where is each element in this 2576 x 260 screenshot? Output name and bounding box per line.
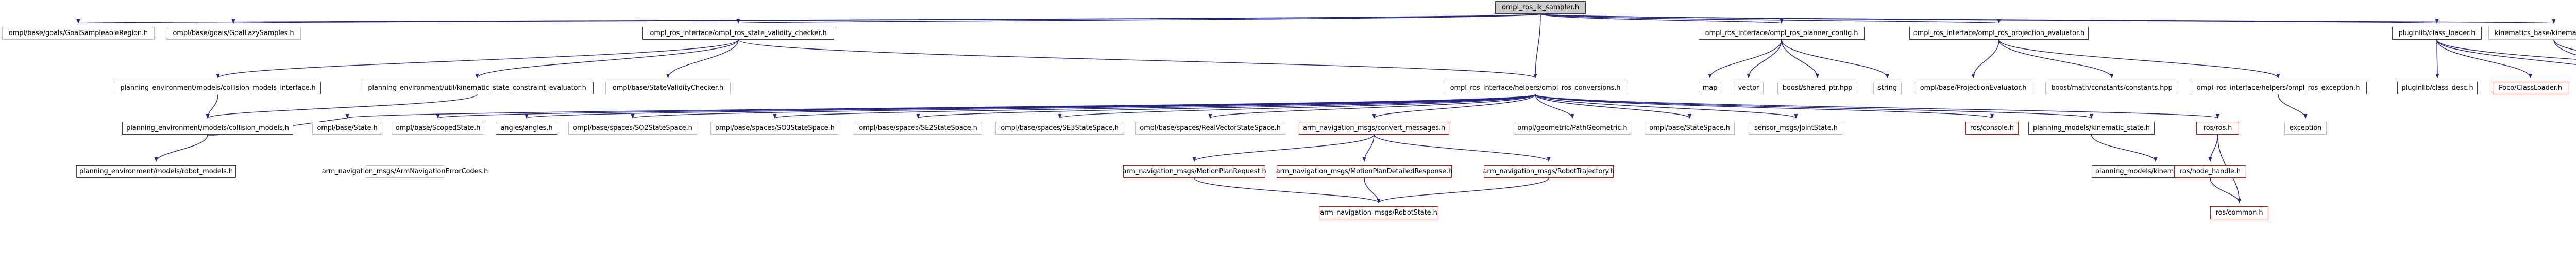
graph-node[interactable]: boost/math/constants/constants.hpp [2045, 82, 2178, 94]
graph-edge [738, 13, 1541, 24]
graph-node[interactable]: ompl_ros_interface/ompl_ros_planner_conf… [1699, 27, 1865, 40]
graph-node[interactable]: ompl/base/spaces/SE3StateSpace.h [995, 122, 1124, 135]
graph-node[interactable]: pluginlib/class_desc.h [2397, 82, 2478, 94]
graph-edge [1362, 134, 1375, 162]
graph-node[interactable]: arm_navigation_msgs/RobotTrajectory.h [1483, 165, 1615, 178]
graph-edge [1194, 177, 1381, 203]
graph-edge [2436, 39, 2576, 60]
graph-edge [233, 13, 1541, 24]
graph-node[interactable]: planning_environment/models/collision_mo… [115, 82, 321, 94]
graph-node[interactable]: planning_models/kinematic_state.h [2028, 122, 2155, 135]
graph-edge [1533, 13, 1541, 78]
graph-edge [1374, 134, 1551, 162]
graph-node[interactable]: ros/ros.h [2196, 122, 2239, 135]
graph-edge [1535, 94, 2219, 119]
graph-edge [206, 94, 218, 119]
graph-edge [1781, 39, 1889, 78]
graph-edge [1781, 39, 1819, 78]
graph-edge [1372, 94, 1536, 119]
graph-edge [2553, 39, 2576, 51]
graph-edge [154, 134, 208, 162]
graph-edge [78, 13, 1541, 24]
graph-edge [1998, 39, 2280, 78]
graph-node[interactable]: ros/console.h [1965, 122, 2019, 135]
graph-root-node[interactable]: ompl_ros_ik_sampler.h [1495, 1, 1586, 14]
graph-edge [206, 94, 478, 119]
graph-node[interactable]: Poco/ClassLoader.h [2493, 82, 2568, 94]
graph-node[interactable]: ompl_ros_interface/ompl_ros_projection_e… [1909, 27, 2089, 40]
graph-node[interactable]: ompl/base/StateSpace.h [1645, 122, 1735, 135]
graph-node[interactable]: vector [1734, 82, 1764, 94]
graph-node[interactable]: planning_environment/models/robot_models… [76, 165, 236, 178]
graph-edge [773, 94, 1536, 119]
graph-node[interactable]: ompl/base/spaces/SE2StateSpace.h [854, 122, 982, 135]
graph-node[interactable]: ompl/base/spaces/RealVectorStateSpace.h [1135, 122, 1285, 135]
graph-edge [1535, 94, 1994, 119]
graph-edge [1208, 94, 1536, 119]
graph-node[interactable]: arm_navigation_msgs/convert_messages.h [1299, 122, 1449, 135]
graph-node[interactable]: ros/common.h [2210, 206, 2268, 219]
graph-node[interactable]: ompl_ros_interface/helpers/ompl_ros_exce… [2190, 82, 2367, 94]
graph-edge [1377, 177, 1549, 203]
graph-edge [666, 39, 739, 78]
graph-edge [917, 94, 1536, 119]
graph-node[interactable]: planning_environment/models/collision_mo… [122, 122, 293, 135]
graph-edge [1192, 134, 1375, 162]
graph-node[interactable]: ompl/base/ScopedState.h [392, 122, 484, 135]
graph-node[interactable]: arm_navigation_msgs/RobotState.h [1319, 206, 1438, 219]
graph-node[interactable]: ompl/base/spaces/SO2StateSpace.h [568, 122, 697, 135]
graph-edge [738, 39, 1537, 78]
graph-edge [1364, 177, 1381, 203]
graph-node[interactable]: ompl/base/goals/GoalLazySamples.h [166, 27, 301, 40]
graph-node[interactable]: arm_navigation_msgs/MotionPlanRequest.h [1122, 165, 1266, 178]
graph-node[interactable]: map [1699, 82, 1721, 94]
graph-edge [2436, 39, 2576, 65]
graph-edge [1535, 94, 1574, 119]
graph-node[interactable]: ompl_ros_interface/helpers/ompl_ros_conv… [1443, 82, 1628, 94]
graph-edge [2278, 94, 2308, 119]
graph-node[interactable]: ompl/base/goals/GoalSampleableRegion.h [2, 27, 155, 40]
graph-edge [475, 39, 739, 78]
graph-node[interactable]: ompl/geometric/PathGeometric.h [1514, 122, 1631, 135]
graph-edge [631, 94, 1536, 119]
graph-node[interactable]: sensor_msgs/JointState.h [1749, 122, 1843, 135]
graph-edge [1540, 13, 2000, 24]
graph-edge [2210, 177, 2241, 203]
graph-node[interactable]: ompl/base/State.h [312, 122, 382, 135]
graph-node[interactable]: angles/angles.h [496, 122, 557, 135]
graph-edge [1540, 13, 1783, 24]
graph-node[interactable]: exception [2284, 122, 2327, 135]
graph-edge [2553, 39, 2576, 56]
graph-node[interactable]: ompl_ros_interface/ompl_ros_state_validi… [642, 27, 834, 40]
graph-edge [2436, 39, 2532, 78]
graph-edge [436, 94, 1536, 119]
graph-edge [1058, 94, 1536, 119]
graph-node[interactable]: planning_environment/util/kinematic_stat… [361, 82, 594, 94]
graph-edge [1535, 94, 1798, 119]
graph-node[interactable]: boost/shared_ptr.hpp [1777, 82, 1857, 94]
graph-node[interactable]: ompl/base/ProjectionEvaluator.h [1914, 82, 2032, 94]
graph-node[interactable]: pluginlib/class_loader.h [2392, 27, 2482, 40]
graph-edge [1535, 94, 1691, 119]
graph-node[interactable]: ompl/base/spaces/SO3StateSpace.h [710, 122, 839, 135]
graph-edge [216, 39, 739, 78]
graph-edge [1998, 39, 2114, 78]
graph-edge [1971, 39, 1999, 78]
graph-node[interactable]: string [1873, 82, 1902, 94]
graph-node[interactable]: arm_navigation_msgs/ArmNavigationErrorCo… [322, 165, 488, 178]
graph-edge [2208, 134, 2218, 162]
graph-edge [1747, 39, 1782, 78]
graph-node[interactable]: arm_navigation_msgs/MotionPlanDetailedRe… [1276, 165, 1452, 178]
graph-node[interactable]: ros/node_handle.h [2174, 165, 2246, 178]
graph-edge [346, 94, 1536, 119]
graph-edge [1708, 39, 1782, 78]
graph-edge [1540, 13, 2437, 24]
graph-node[interactable]: ompl/base/StateValidityChecker.h [605, 82, 731, 94]
graph-edge [2091, 134, 2158, 162]
graph-node[interactable]: kinematics_base/kinematics_base.h [2488, 27, 2576, 40]
graph-edge [1535, 94, 2093, 119]
graph-edge [525, 94, 1536, 119]
graph-edge [1540, 13, 2554, 24]
